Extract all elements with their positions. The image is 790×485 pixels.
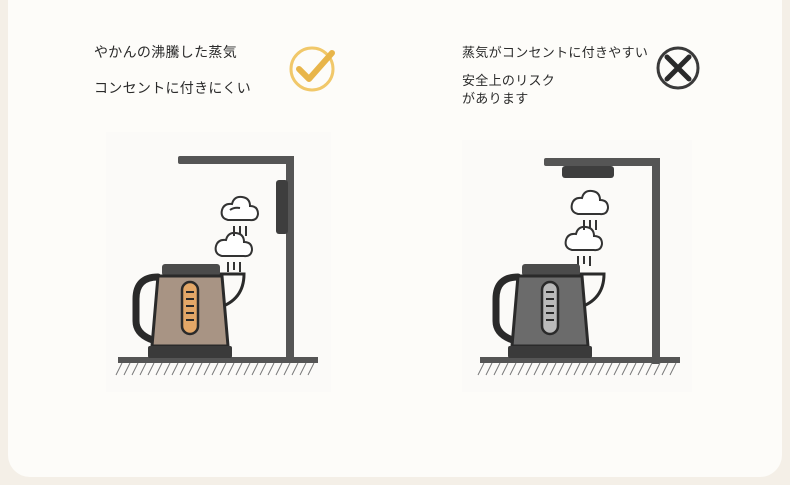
bad-caption-line-2: 安全上のリスク: [462, 74, 556, 89]
good-example-panel: やかんの沸騰した蒸気 コンセントに付きにくい: [8, 0, 398, 477]
bad-caption-line-3: があります: [462, 92, 529, 107]
good-caption-line-1: やかんの沸騰した蒸気: [94, 45, 237, 61]
comparison-card: やかんの沸騰した蒸気 コンセントに付きにくい: [8, 0, 782, 477]
bad-caption-line-1: 蒸気がコンセントに付きやすい: [462, 46, 649, 61]
x-circle-icon: [654, 44, 702, 92]
good-caption-line-2: コンセントに付きにくい: [94, 81, 252, 97]
check-circle-icon: [288, 42, 340, 94]
bad-example-panel: 蒸気がコンセントに付きやすい 安全上のリスク があります: [398, 0, 782, 477]
bad-kettle-illustration: [462, 140, 692, 392]
outlet-icon: [562, 166, 614, 178]
good-kettle-illustration: [106, 132, 331, 392]
outlet-icon: [276, 180, 288, 234]
